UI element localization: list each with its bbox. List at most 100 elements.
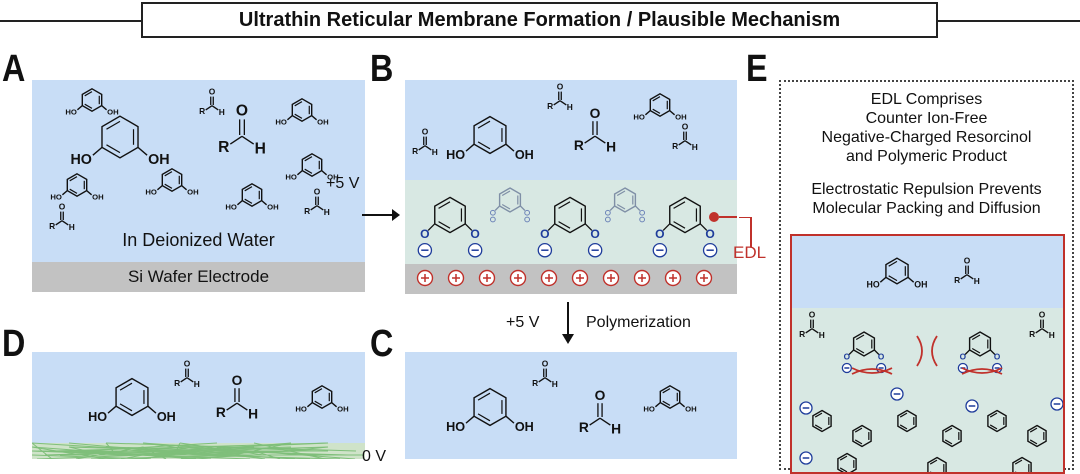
svg-text:H: H — [194, 379, 200, 389]
panel-letter-a: A — [2, 50, 25, 88]
svg-text:O: O — [314, 187, 321, 197]
svg-text:O: O — [209, 87, 216, 97]
svg-text:HO: HO — [295, 405, 307, 414]
svg-text:H: H — [219, 107, 225, 117]
svg-text:O: O — [994, 353, 1001, 362]
edl-label: EDL — [733, 243, 766, 263]
aldehyde-molecule: ROH — [547, 82, 573, 112]
svg-text:R: R — [216, 405, 226, 420]
svg-text:HO: HO — [50, 193, 62, 202]
svg-text:H: H — [692, 142, 698, 152]
svg-text:O: O — [542, 359, 549, 369]
edl-text-line: Negative-Charged Resorcinol — [781, 128, 1072, 147]
svg-text:R: R — [49, 221, 55, 230]
polymerization-label: Polymerization — [586, 314, 691, 332]
panel-letter-c: C — [370, 325, 393, 363]
svg-text:O: O — [844, 353, 851, 362]
svg-text:HO: HO — [88, 410, 107, 424]
panel-letter-d: D — [2, 325, 25, 363]
svg-text:O: O — [184, 359, 191, 369]
svg-text:OH: OH — [914, 280, 927, 290]
svg-text:HO: HO — [285, 173, 297, 182]
svg-text:R: R — [579, 420, 589, 435]
arrow-down-icon — [560, 300, 576, 344]
svg-text:HO: HO — [446, 420, 465, 434]
svg-text:H: H — [611, 421, 621, 436]
panel-letter-e: E — [746, 50, 768, 88]
deionized-water-caption: In Deionized Water — [32, 230, 365, 251]
panel-letter-b: B — [370, 50, 393, 88]
svg-text:R: R — [218, 139, 229, 156]
svg-text:R: R — [799, 329, 805, 339]
svg-text:H: H — [324, 207, 330, 217]
repulsion-text-line: Molecular Packing and Diffusion — [781, 199, 1072, 218]
svg-text:OH: OH — [685, 405, 697, 414]
svg-text:O: O — [682, 122, 689, 132]
aldehyde-molecule: ROH — [532, 359, 558, 389]
svg-text:H: H — [432, 147, 438, 157]
svg-text:R: R — [199, 106, 205, 116]
svg-text:OH: OH — [267, 203, 279, 212]
svg-text:O: O — [59, 202, 66, 212]
svg-text:O: O — [236, 103, 248, 120]
svg-text:HO: HO — [145, 188, 157, 197]
svg-text:O: O — [1039, 310, 1046, 320]
svg-text:H: H — [567, 102, 573, 112]
panel-a: Si Wafer Electrode In Deionized Water HO… — [32, 80, 365, 292]
repulsion-text-line: Electrostatic Repulsion Prevents — [781, 180, 1072, 199]
svg-text:R: R — [1029, 329, 1035, 339]
svg-text:OH: OH — [187, 188, 199, 197]
aldehyde-molecule: R O H — [218, 103, 266, 158]
svg-text:OH: OH — [337, 405, 349, 414]
si-wafer-electrode: Si Wafer Electrode — [32, 262, 365, 292]
svg-text:O: O — [878, 353, 885, 362]
svg-text:H: H — [974, 276, 980, 286]
svg-text:O: O — [420, 227, 429, 241]
voltage-label-c-to-d: 0 V — [362, 448, 386, 466]
aldehyde-molecule: ROH — [216, 373, 258, 421]
aldehyde-molecule: ROH — [199, 87, 225, 117]
svg-text:H: H — [606, 139, 616, 154]
svg-text:HO: HO — [275, 118, 287, 127]
aldehyde-molecule: ROH — [174, 359, 200, 389]
svg-text:OH: OH — [675, 113, 687, 122]
svg-text:R: R — [412, 146, 418, 156]
aldehyde-molecule: ROH — [954, 256, 980, 286]
svg-text:HO: HO — [643, 405, 655, 414]
edl-composition-text: EDL Comprises Counter Ion-Free Negative-… — [781, 90, 1072, 166]
edl-text-line: Counter Ion-Free — [781, 109, 1072, 128]
svg-text:O: O — [809, 310, 816, 320]
svg-text:HO: HO — [65, 108, 77, 117]
panel-e: EDL Comprises Counter Ion-Free Negative-… — [779, 80, 1074, 470]
wafer-label: Si Wafer Electrode — [128, 267, 269, 287]
svg-text:R: R — [672, 141, 678, 151]
svg-text:O: O — [960, 353, 967, 362]
svg-text:OH: OH — [148, 152, 169, 168]
svg-text:O: O — [557, 82, 564, 92]
polymeric-product — [800, 388, 1063, 474]
svg-text:H: H — [1049, 330, 1055, 340]
edl-marker — [709, 212, 719, 222]
title-rule-right — [938, 20, 1080, 22]
svg-text:R: R — [954, 275, 960, 285]
svg-text:O: O — [964, 256, 971, 266]
svg-text:H: H — [552, 379, 558, 389]
figure-title: Ultrathin Reticular Membrane Formation /… — [141, 2, 938, 38]
